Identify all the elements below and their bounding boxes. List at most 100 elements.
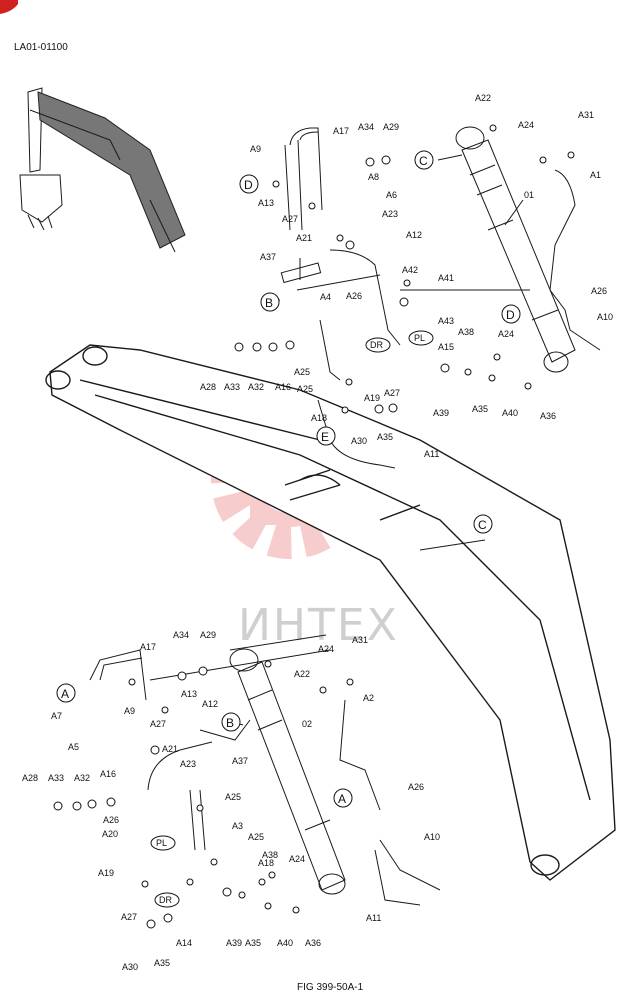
part-label: A18	[258, 858, 274, 868]
part-label: A37	[232, 756, 248, 766]
circle-label: C	[478, 518, 487, 532]
part-label: A39	[226, 938, 242, 948]
watermark-text: ИНТЕХ	[238, 600, 399, 651]
part-label: A29	[383, 122, 399, 132]
part-label: A24	[289, 854, 305, 864]
callout-circles: C D B D E C A B A	[56, 150, 521, 808]
part-label: A25	[297, 384, 313, 394]
part-label: A40	[277, 938, 293, 948]
part-label: A7	[51, 711, 62, 721]
part-label: A33	[48, 773, 64, 783]
part-label: A19	[364, 393, 380, 403]
circle-label: E	[321, 430, 329, 444]
part-label: A30	[351, 436, 367, 446]
part-label: A13	[181, 689, 197, 699]
part-label: A36	[540, 411, 556, 421]
part-label: A34	[358, 122, 374, 132]
part-label: A1	[590, 170, 601, 180]
part-label: A24	[498, 329, 514, 339]
part-label: A3	[232, 821, 243, 831]
part-label: A26	[408, 782, 424, 792]
figure-caption: FIG 399-50A-1	[297, 982, 364, 993]
part-label: A17	[333, 126, 349, 136]
part-label: A16	[100, 769, 116, 779]
part-label: A33	[224, 382, 240, 392]
port-ovals: PL DR PL DR	[150, 330, 434, 908]
part-label: A31	[352, 635, 368, 645]
oval-label: DR	[370, 340, 383, 350]
part-label: A35	[245, 938, 261, 948]
oval-label: PL	[414, 333, 425, 343]
boom-outline	[45, 344, 616, 881]
part-label: A27	[282, 214, 298, 224]
part-label: A28	[200, 382, 216, 392]
part-label: A29	[200, 630, 216, 640]
part-label: 01	[524, 190, 534, 200]
part-label: A43	[438, 316, 454, 326]
part-label: A8	[368, 172, 379, 182]
part-label: A23	[180, 759, 196, 769]
part-label: A11	[424, 449, 439, 459]
diagram-code: LA01-01100	[14, 42, 68, 53]
oval-label: DR	[159, 895, 172, 905]
part-label: A24	[518, 120, 534, 130]
part-label: A12	[202, 699, 218, 709]
part-label: A42	[402, 265, 418, 275]
part-label: A35	[472, 404, 488, 414]
part-label: A27	[384, 388, 400, 398]
part-label: A23	[382, 209, 398, 219]
part-label: A26	[346, 291, 362, 301]
part-label: A37	[260, 252, 276, 262]
part-label: A32	[248, 382, 264, 392]
part-label: A41	[438, 273, 454, 283]
part-label: A10	[597, 312, 613, 322]
part-label: A24	[318, 644, 334, 654]
part-label: A10	[424, 832, 440, 842]
part-label: A13	[258, 198, 274, 208]
part-label: A35	[154, 958, 170, 968]
part-label: A35	[377, 432, 393, 442]
part-label: A22	[294, 669, 310, 679]
part-label: A19	[98, 868, 114, 878]
part-label: A9	[250, 144, 261, 154]
part-label: A5	[68, 742, 79, 752]
part-label: A32	[74, 773, 90, 783]
part-label: A27	[121, 912, 137, 922]
circle-label: A	[338, 792, 346, 806]
circle-label: B	[226, 716, 234, 730]
part-label: A36	[305, 938, 321, 948]
part-label: A38	[262, 850, 278, 860]
part-label: A39	[433, 408, 449, 418]
part-label: A28	[22, 773, 38, 783]
circle-label: D	[506, 308, 515, 322]
circle-label: D	[244, 178, 253, 192]
circle-label: B	[265, 296, 273, 310]
part-label: A38	[458, 327, 474, 337]
part-label: A34	[173, 630, 189, 640]
part-label: A25	[248, 832, 264, 842]
oval-label: PL	[156, 838, 167, 848]
part-label: A20	[102, 829, 118, 839]
part-label: A21	[296, 233, 312, 243]
part-label: A30	[122, 962, 138, 972]
part-label: A9	[124, 706, 135, 716]
part-label: A6	[386, 190, 397, 200]
part-label: A17	[140, 642, 156, 652]
part-label: A4	[320, 292, 331, 302]
part-label: A16	[275, 382, 291, 392]
part-label: 02	[302, 719, 312, 729]
circle-label: A	[61, 687, 69, 701]
excavator-thumbnail	[19, 87, 186, 253]
part-label: A25	[225, 792, 241, 802]
part-label: A15	[438, 342, 454, 352]
part-label: A31	[578, 110, 594, 120]
part-label: A27	[150, 719, 166, 729]
cylinder-01	[455, 126, 576, 373]
part-label: A11	[366, 913, 381, 923]
fittings	[53, 124, 575, 929]
part-label: A21	[162, 744, 178, 754]
part-label: A26	[591, 286, 607, 296]
